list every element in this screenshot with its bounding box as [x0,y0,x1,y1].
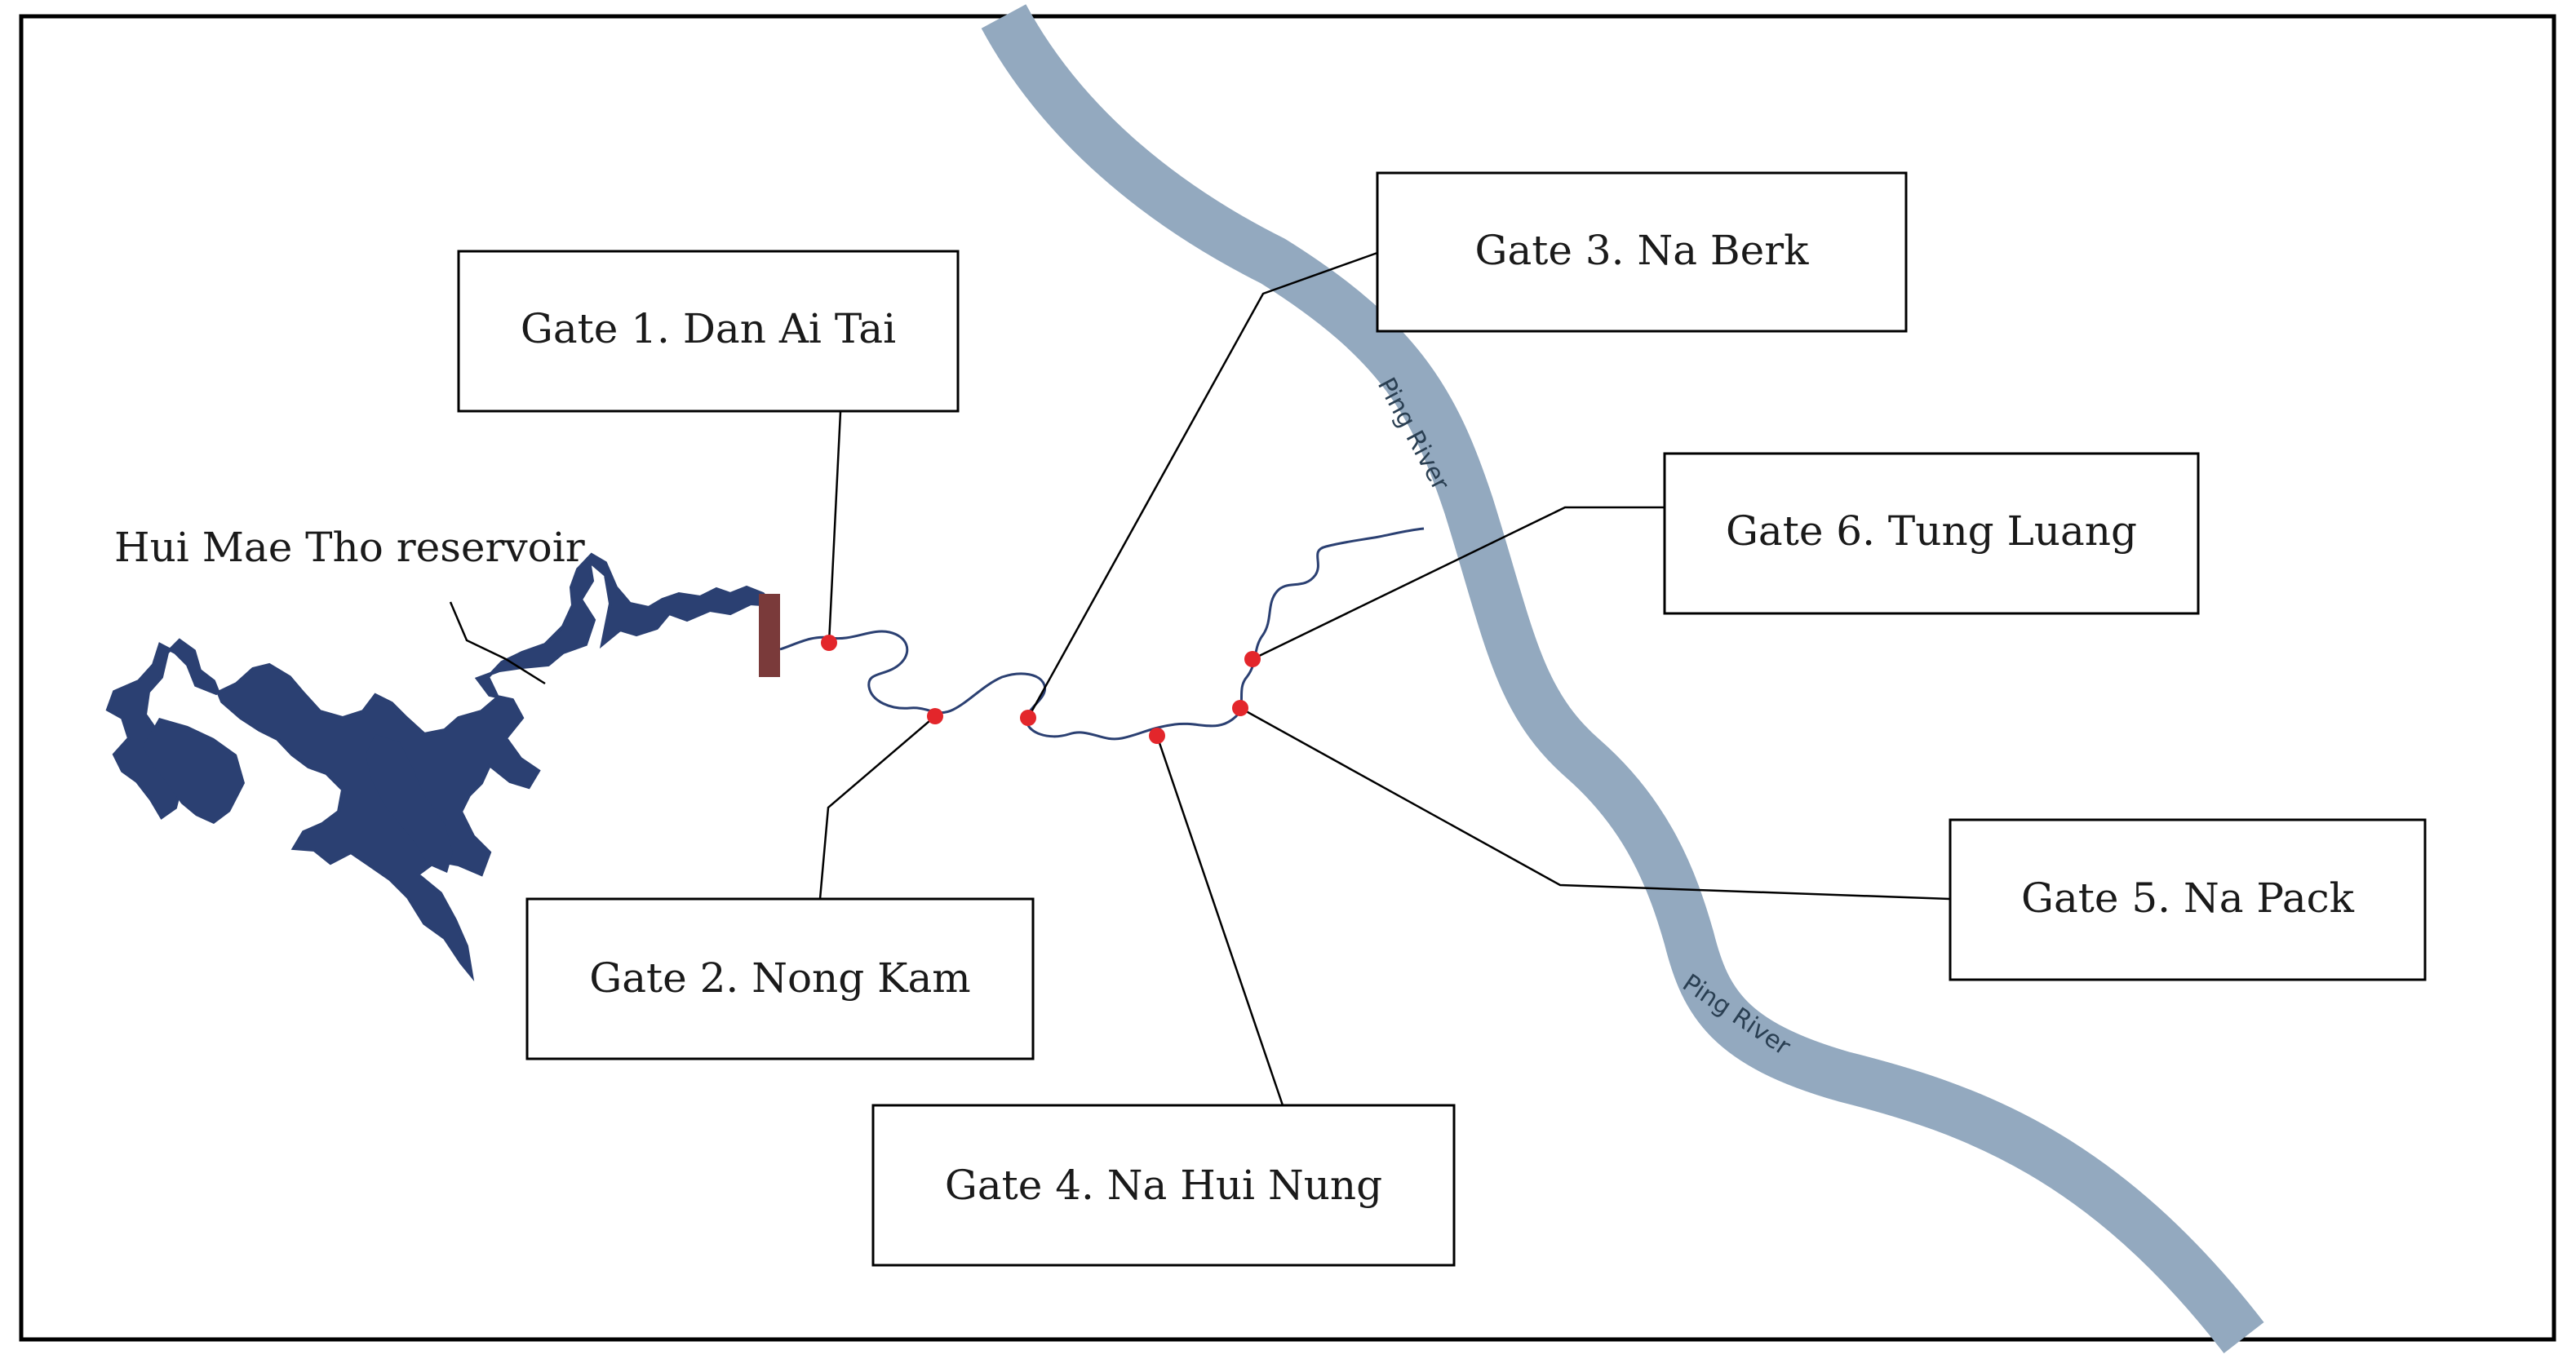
gate-leader-lines [818,251,1951,1106]
gate-5-box[interactable]: Gate 5. Na Pack [1949,818,2427,981]
gate-4-box[interactable]: Gate 4. Na Hui Nung [871,1104,1456,1267]
reservoir-south-arm [366,734,453,873]
gate-4-leader [1155,735,1284,1106]
gate-6-box[interactable]: Gate 6. Tung Luang [1663,452,2200,615]
dam [759,594,780,677]
gate-5-marker[interactable] [1232,700,1248,716]
gate-6-label: Gate 6. Tung Luang [1726,507,2137,555]
gate-3-leader [1026,251,1378,719]
gate-2-marker[interactable] [927,708,943,724]
gate-4-marker[interactable] [1149,728,1165,744]
gate-markers [821,635,1261,744]
gate-1-leader [827,411,842,644]
gate-2-box[interactable]: Gate 2. Nong Kam [525,897,1035,1060]
gate-6-marker[interactable] [1244,651,1261,667]
gate-5-label: Gate 5. Na Pack [2021,874,2355,922]
gate-6-leader [1252,506,1665,661]
gate-2-leader [818,715,936,900]
ping-river [981,4,2264,1353]
gate-2-label: Gate 2. Nong Kam [589,954,970,1002]
reservoir-label: Hui Mae Tho reservoir [114,524,585,571]
reservoir-leader-line [449,601,546,685]
gate-1-box[interactable]: Gate 1. Dan Ai Tai [457,250,960,413]
gate-1-label: Gate 1. Dan Ai Tai [521,305,896,352]
gate-5-leader [1239,706,1951,901]
gate-4-label: Gate 4. Na Hui Nung [945,1162,1382,1209]
gate-1-marker[interactable] [821,635,837,651]
gate-3-box[interactable]: Gate 3. Na Berk [1376,171,1908,333]
reservoir-west-arm [143,718,245,824]
gate-3-marker[interactable] [1020,710,1036,726]
gate-3-label: Gate 3. Na Berk [1475,227,1810,274]
main-canal [779,527,1425,741]
hui-mae-tho-reservoir [105,552,778,982]
